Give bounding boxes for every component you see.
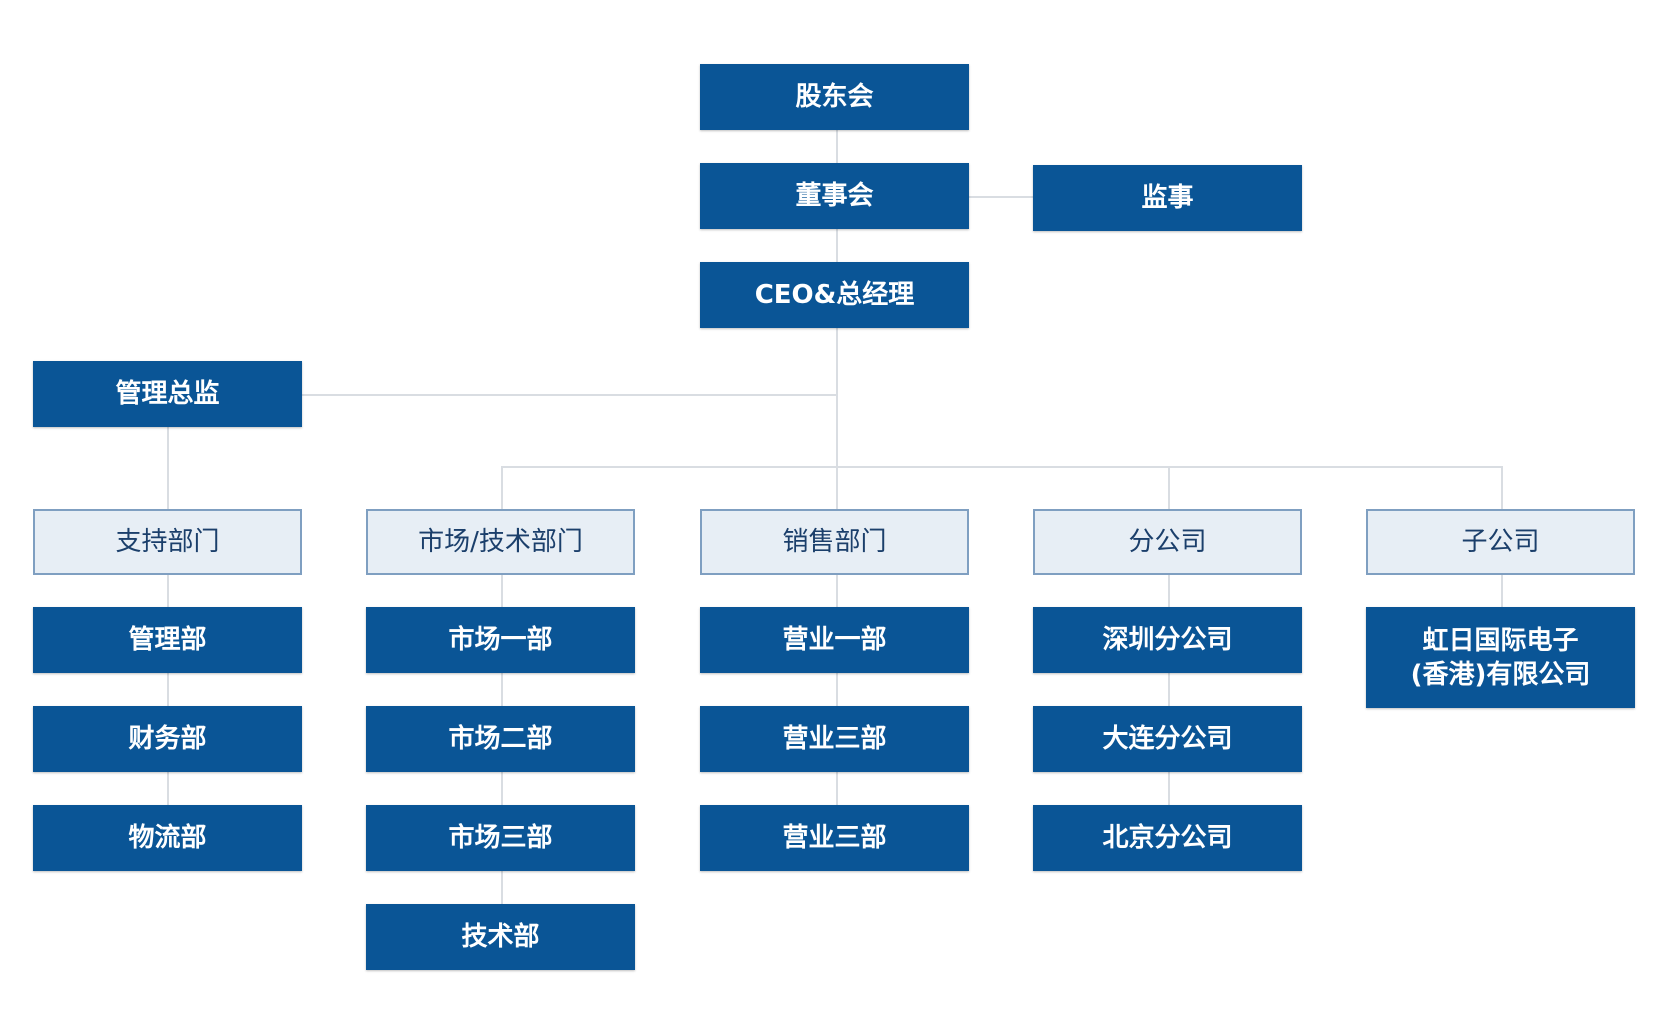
unit-management: 管理部 [33, 607, 302, 673]
unit-branch-shenzhen: 深圳分公司 [1033, 607, 1302, 673]
unit-subsidiary-hongri-hk: 虹日国际电子 (香港)有限公司 [1366, 607, 1635, 708]
unit-branch-dalian: 大连分公司 [1033, 706, 1302, 772]
unit-market-1: 市场一部 [366, 607, 635, 673]
connector-bus-sales [836, 466, 838, 509]
dept-market-tech: 市场/技术部门 [366, 509, 635, 575]
connector-admin-director [302, 394, 836, 396]
node-board: 董事会 [700, 163, 969, 229]
dept-branches: 分公司 [1033, 509, 1302, 575]
unit-technology: 技术部 [366, 904, 635, 970]
dept-support: 支持部门 [33, 509, 302, 575]
unit-logistics: 物流部 [33, 805, 302, 871]
connector-bus-branch [1168, 466, 1170, 509]
dept-subsidiaries: 子公司 [1366, 509, 1635, 575]
unit-sales-3: 营业三部 [700, 805, 969, 871]
unit-sales-1: 营业一部 [700, 607, 969, 673]
unit-finance: 财务部 [33, 706, 302, 772]
unit-market-2: 市场二部 [366, 706, 635, 772]
node-admin-director: 管理总监 [33, 361, 302, 427]
connector-board-supervisor [969, 196, 1033, 198]
unit-branch-beijing: 北京分公司 [1033, 805, 1302, 871]
connector-department-bus [501, 466, 1502, 468]
dept-sales: 销售部门 [700, 509, 969, 575]
connector-bus-market [501, 466, 503, 509]
connector-branch-column [1168, 575, 1170, 805]
node-shareholders: 股东会 [700, 64, 969, 130]
connector-bus-subsidiary [1501, 466, 1503, 509]
unit-market-3: 市场三部 [366, 805, 635, 871]
connector-subsidiary-column [1501, 575, 1503, 607]
connector-sales-column [836, 575, 838, 805]
node-supervisor: 监事 [1033, 165, 1302, 231]
unit-sales-2: 营业三部 [700, 706, 969, 772]
node-ceo: CEO&总经理 [700, 262, 969, 328]
